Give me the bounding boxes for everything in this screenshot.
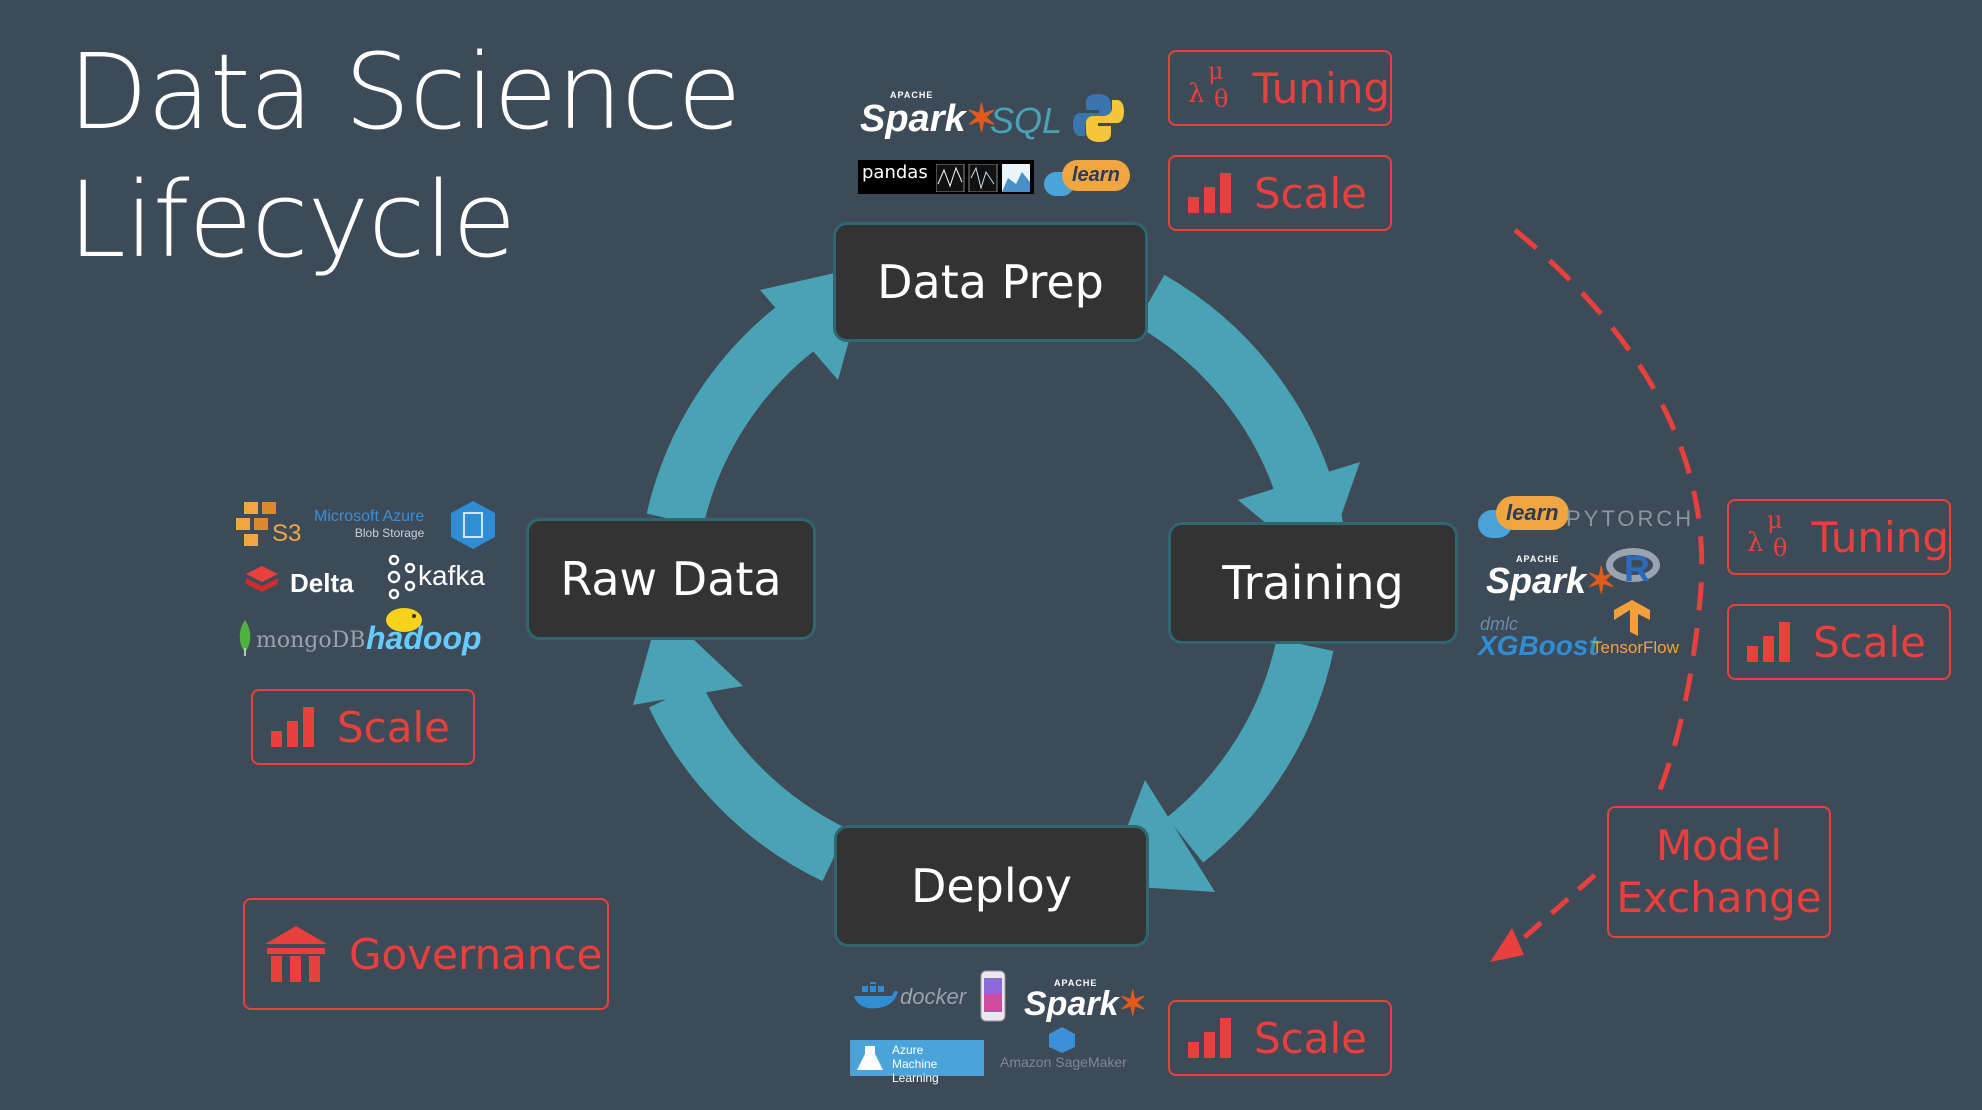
bar-chart-icon [1188,173,1231,213]
kafka-icon [387,554,416,600]
model-exchange-tag: Model Exchange [1607,806,1831,938]
stage-deploy: Deploy [834,825,1149,947]
tuning-icon: μ λ θ [1188,57,1229,113]
stage-training-label: Training [1222,556,1404,610]
hadoop-elephant-icon [386,608,422,632]
python-logo-icon [1073,94,1124,142]
tuning-tag-training: μ λ θ Tuning [1727,499,1951,575]
scale-label: Scale [1254,168,1367,218]
sql-logo: SQL [990,100,1063,141]
mongodb-label: mongoDB [256,628,366,653]
scikit-learn-logo-training: learn [1478,496,1569,538]
delta-label: Delta [290,568,354,598]
delta-icon [246,566,278,592]
model-exchange-arc [1513,228,1705,791]
bar-chart-icon [271,707,314,747]
bar-chart-icon [1188,1018,1231,1058]
dmlc-label: dmlc [1480,614,1519,634]
r-logo: R [1606,544,1662,589]
tensorflow-icon [1614,600,1650,636]
hadoop-label: hadoop [366,620,482,656]
scikit-learn-logo-data-prep: learn [1044,160,1130,196]
stage-raw-data-label: Raw Data [560,552,782,606]
pandas-logo: pandas [858,160,1034,194]
model-exchange-line-2: Exchange [1616,873,1822,922]
governance-label: Governance [349,929,603,979]
title-line-2: Lifecycle [68,159,516,281]
stage-data-prep: Data Prep [833,222,1148,342]
tuning-tag-top: μ λ θ Tuning [1168,50,1392,126]
aws-s3-icon [236,502,276,546]
blob-storage-icon [451,501,495,549]
title-line-1: Data Science [68,31,742,153]
model-exchange-arrowhead [1490,928,1524,962]
scale-tag-training: Scale [1727,604,1951,680]
tuning-icon: μ λ θ [1747,506,1788,562]
scale-label: Scale [1254,1013,1367,1063]
azure-ml-logo: Azure Machine Learning [850,1040,984,1085]
docker-whale-icon [854,982,898,1009]
pytorch-logo: PYTORCH [1566,506,1695,531]
tuning-label: Tuning [1811,512,1949,562]
tensorflow-label: TensorFlow [1592,638,1679,657]
arrow-raw-to-prep [646,301,818,527]
arrow-deploy-to-raw [648,682,848,882]
stage-raw-data: Raw Data [526,518,816,640]
scale-label: Scale [1813,617,1926,667]
xgboost-logo: XGBoost [1478,630,1598,661]
mongodb-leaf-icon [239,620,251,656]
kafka-label: kafka [418,560,485,591]
s3-label: S3 [272,520,302,547]
docker-label: docker [900,984,967,1009]
sagemaker-icon [1049,1027,1075,1053]
tuning-label: Tuning [1252,63,1390,113]
bar-chart-icon [1747,622,1790,662]
model-exchange-line-1: Model [1655,820,1783,870]
spark-logo-deploy: APACHE Spark✶ [1024,978,1147,1023]
mobile-phone-icon [980,970,1006,1022]
bank-building-icon [265,926,327,982]
scale-tag-raw-data: Scale [251,689,475,765]
model-exchange-arrow-line [1508,873,1597,952]
arrow-training-to-deploy [1166,638,1334,863]
scale-tag-deploy: Scale [1168,1000,1392,1076]
scale-tag-data-prep: Scale [1168,155,1392,231]
governance-tag: Governance [243,898,609,1010]
spark-logo-training: APACHE Spark✶ [1486,554,1617,601]
stage-data-prep-label: Data Prep [877,255,1104,309]
scale-label: Scale [337,702,450,752]
stage-deploy-label: Deploy [910,859,1073,913]
stage-training: Training [1168,522,1458,644]
azure-blob-logo: Microsoft Azure Blob Storage [314,508,425,540]
sagemaker-label: Amazon SageMaker [1000,1054,1127,1070]
spark-logo-data-prep: APACHE Spark✶ [860,90,998,140]
